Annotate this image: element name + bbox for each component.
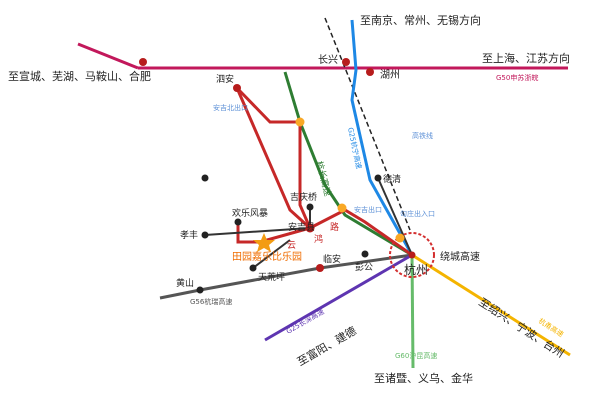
label-hangchang: 杭长高速	[313, 160, 334, 198]
road-deqing	[377, 177, 413, 256]
anji-dot	[305, 223, 315, 233]
linan-dot	[316, 264, 324, 272]
goucun-exit-dot	[395, 233, 405, 243]
label-yun: 云	[287, 241, 296, 251]
label-hangzhou: 杭州	[404, 262, 428, 277]
huzhou-dot	[366, 68, 374, 76]
anji-exit-dot	[337, 203, 347, 213]
label-xiaofeng: 孝丰	[180, 229, 198, 241]
label-goucun-exit: 勾庄出入口	[400, 209, 435, 218]
hangchang-expressway	[283, 71, 413, 257]
high-speed-rail	[324, 17, 411, 231]
label-anji-north-exit: 安吉北出口	[213, 103, 248, 112]
huanle-dot	[234, 218, 242, 226]
tianhuangping-dot	[249, 264, 257, 272]
label-changxing: 长兴	[318, 54, 338, 66]
g25-changshen-expressway	[264, 253, 413, 342]
changxing-dot	[342, 58, 350, 66]
huangshan-dot	[196, 286, 204, 294]
label-park: 田园嘉乐比乐园	[232, 250, 302, 263]
label-g25-hangning: G25杭宁高速	[346, 127, 364, 170]
anji-route-red	[235, 87, 312, 230]
pengong-dot	[361, 250, 369, 258]
xuancheng-dot	[139, 58, 147, 66]
park-star-icon	[253, 233, 275, 252]
g25-hangning-expressway	[350, 19, 414, 256]
g56-hangrui-expressway	[159, 253, 413, 300]
hangzhou-ring-road	[389, 232, 435, 278]
waypoint-dot	[201, 174, 209, 182]
label-to-nanjing: 至南京、常州、无锡方向	[360, 13, 481, 27]
label-changshen: G25长深高速	[285, 307, 326, 336]
label-jiqingqiao: 吉庆桥	[290, 191, 317, 203]
sian-dot	[233, 84, 241, 92]
label-sian: 泗安	[216, 73, 234, 85]
label-to-xuancheng: 至宣城、芜湖、马鞍山、合肥	[8, 69, 151, 83]
label-to-shanghai: 至上海、江苏方向	[482, 51, 570, 65]
hangyong-expressway	[411, 253, 571, 357]
jiqingqiao-dot	[306, 203, 314, 211]
xiaofeng-dot	[201, 231, 209, 239]
label-to-fuyang: 至富阳、建德	[295, 323, 359, 368]
label-tianhuangping: 天荒坪	[258, 272, 285, 283]
label-hukun: G60沪昆高速	[395, 351, 437, 360]
g60-hukun-expressway	[410, 254, 415, 369]
anji-north-exit-dot	[295, 117, 305, 127]
label-deqing: 德清	[383, 173, 401, 185]
label-hsr: 高铁线	[412, 131, 433, 140]
hangzhou-dot	[408, 251, 416, 259]
label-linan: 临安	[323, 253, 341, 265]
label-to-zhuji: 至诸暨、义乌、金华	[374, 371, 473, 385]
label-lu: 路	[330, 221, 339, 233]
yunman-road	[309, 208, 413, 257]
label-hangrui: G56杭瑞高速	[190, 297, 232, 306]
road-xiaofeng	[204, 227, 311, 236]
label-g50: G50申苏浙皖	[496, 73, 538, 82]
label-huangshan: 黄山	[176, 277, 194, 289]
label-pengong: 彭公	[355, 261, 373, 273]
label-huzhou: 湖州	[380, 69, 400, 81]
label-anji: 安吉县	[288, 221, 315, 233]
deqing-dot	[374, 174, 382, 182]
label-ring-road: 绕城高速	[440, 250, 480, 263]
label-man: 鸿	[314, 233, 323, 245]
g50-highway	[77, 42, 139, 70]
label-huanle: 欢乐风暴	[232, 207, 268, 219]
label-anji-exit: 安吉出口	[354, 205, 382, 214]
road-tianhuang	[252, 239, 291, 269]
